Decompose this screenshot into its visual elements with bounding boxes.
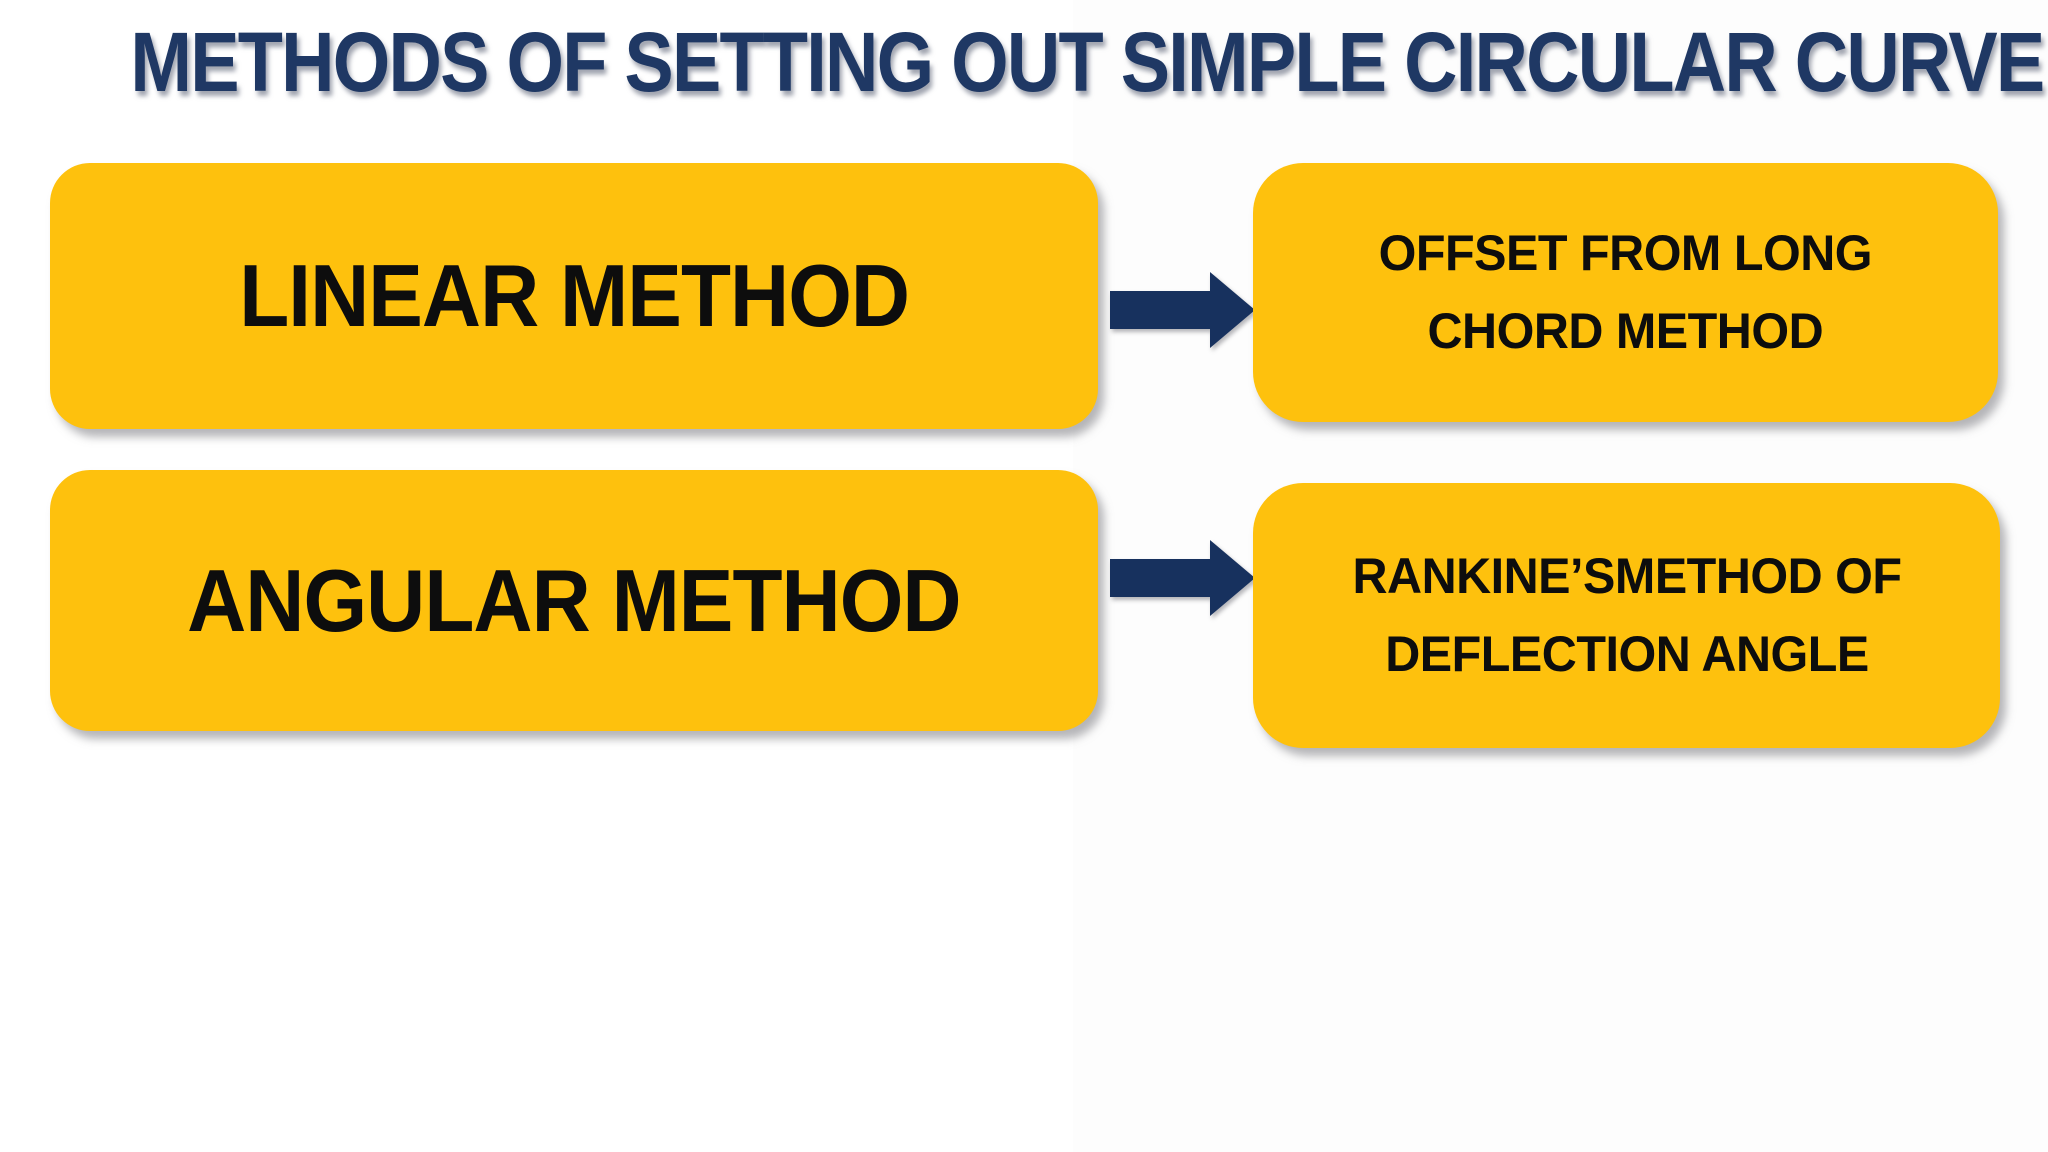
flow-arrow-icon [1110, 540, 1255, 616]
box-rankine-line-1: RANKINE’SMETHOD OF [1351, 548, 1902, 604]
box-rankines-deflection-label: RANKINE’SMETHOD OF DEFLECTION ANGLE [1351, 538, 1902, 693]
box-linear-method: LINEAR METHOD [50, 163, 1098, 429]
box-linear-method-label: LINEAR METHOD [239, 246, 910, 345]
box-offset-long-chord-label: OFFSET FROM LONG CHORD METHOD [1378, 215, 1873, 370]
box-offset-long-chord: OFFSET FROM LONG CHORD METHOD [1253, 163, 1998, 422]
page-title-text: METHODS OF SETTING OUT SIMPLE CIRCULAR C… [130, 15, 2045, 109]
box-rankine-line-2: DEFLECTION ANGLE [1384, 625, 1869, 682]
box-offset-line-1: OFFSET FROM LONG [1378, 225, 1873, 281]
page-title: METHODS OF SETTING OUT SIMPLE CIRCULAR C… [0, 14, 2048, 111]
flow-arrow-icon [1110, 272, 1255, 348]
box-angular-method-label: ANGULAR METHOD [187, 550, 961, 650]
box-rankines-deflection: RANKINE’SMETHOD OF DEFLECTION ANGLE [1253, 483, 2000, 748]
box-angular-method: ANGULAR METHOD [50, 470, 1098, 731]
box-offset-line-2: CHORD METHOD [1427, 302, 1824, 359]
